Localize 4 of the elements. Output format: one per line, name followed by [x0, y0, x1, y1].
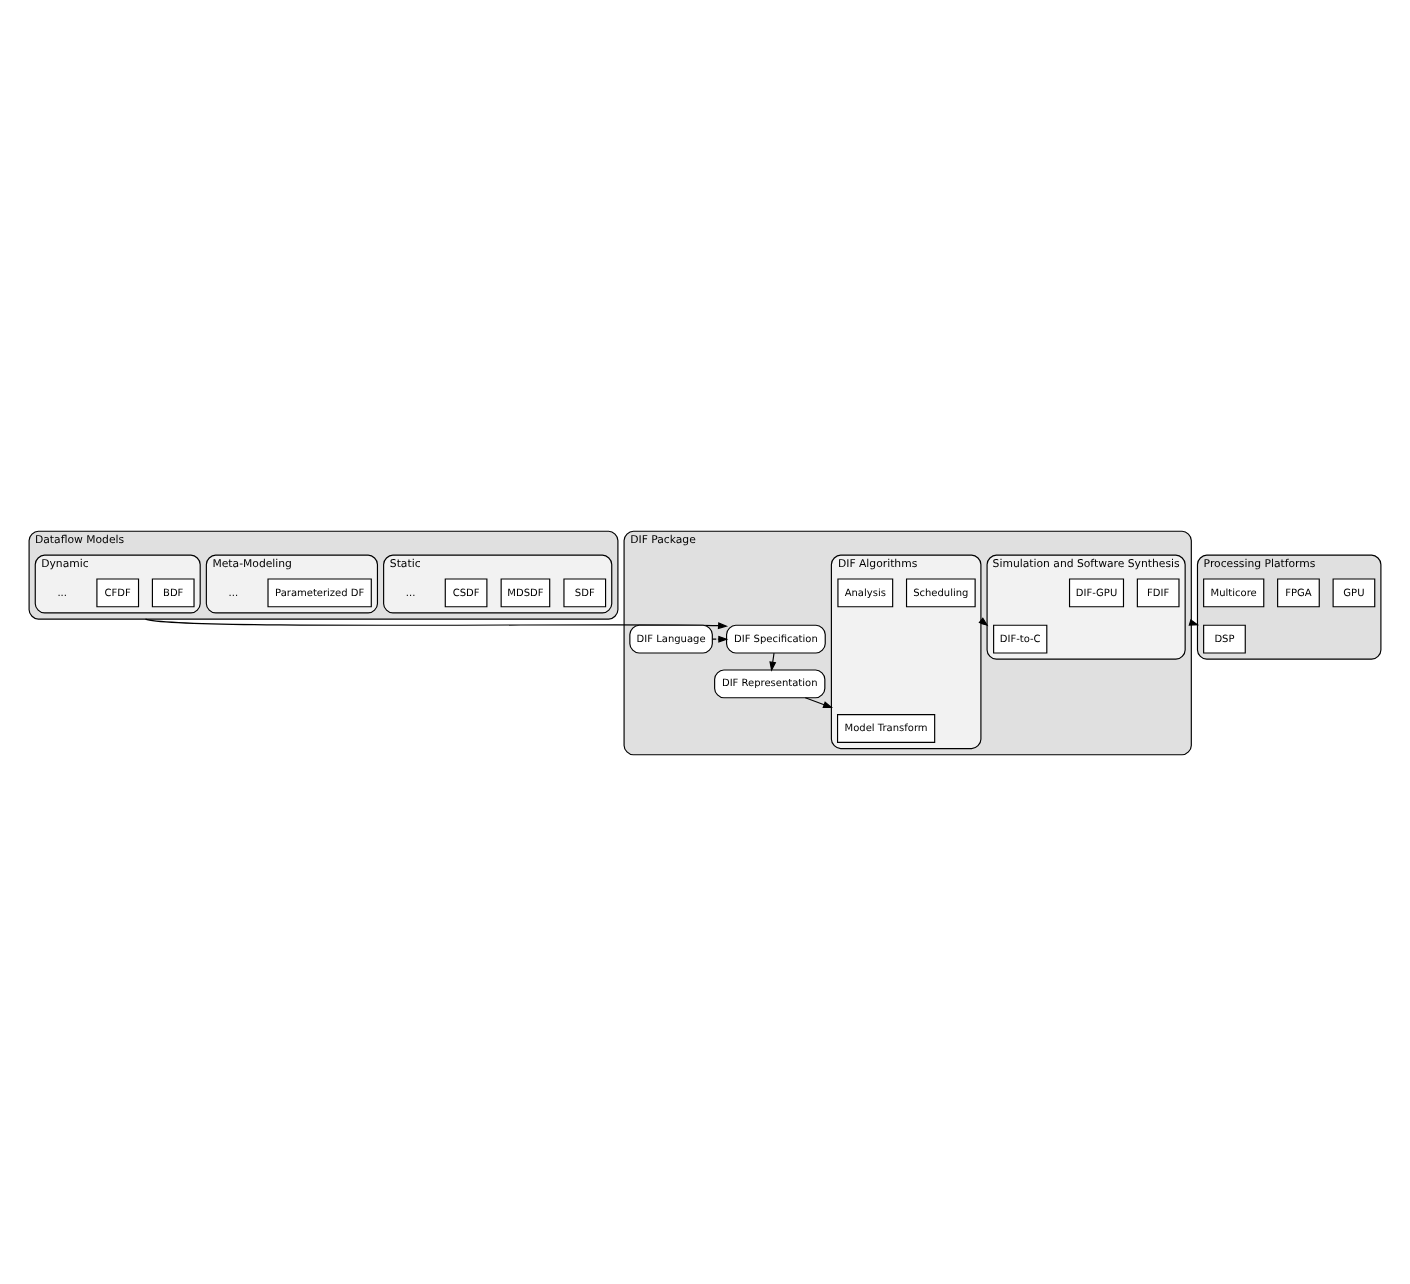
arrow	[144, 617, 729, 629]
arrow	[769, 651, 777, 671]
arrow	[804, 696, 834, 708]
arrow	[711, 634, 729, 642]
